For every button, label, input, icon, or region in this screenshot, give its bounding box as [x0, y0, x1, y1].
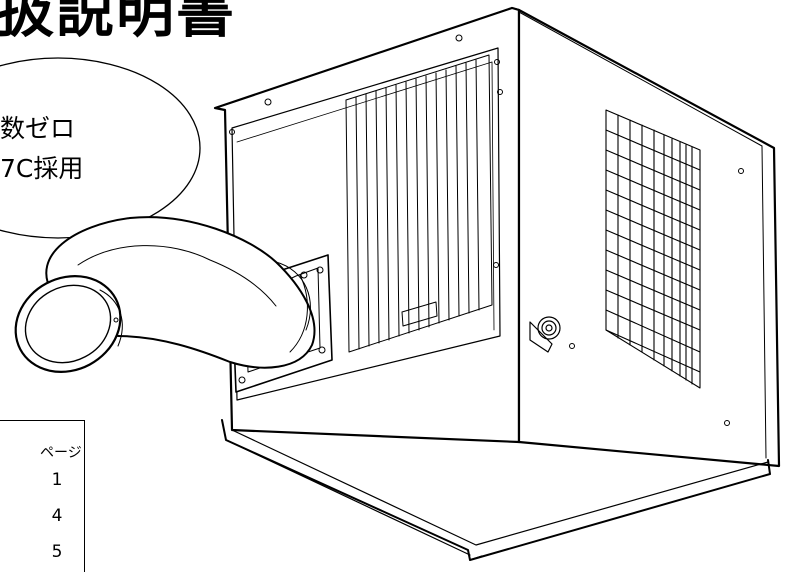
toc-page-number: 4 [51, 506, 63, 526]
toc-page-number: 1 [51, 470, 63, 490]
base-tray [221, 419, 771, 561]
drain-fitting [529, 316, 561, 353]
toc-page-header: ページ [40, 445, 82, 461]
exhaust-duct [14, 216, 316, 373]
callout-bubble [0, 57, 201, 239]
duct-opening [14, 275, 122, 373]
toc-page-number: 5 [51, 542, 63, 562]
callout-text-line1: 数ゼロ [0, 114, 76, 143]
front-louver-grille [345, 54, 493, 353]
side-vent-grid [605, 109, 701, 389]
toc-box [0, 420, 85, 572]
cabinet-right-panel [517, 8, 781, 468]
document-title: 扱説明書 [0, 0, 237, 45]
callout-text-line2: 7C採用 [0, 154, 84, 183]
